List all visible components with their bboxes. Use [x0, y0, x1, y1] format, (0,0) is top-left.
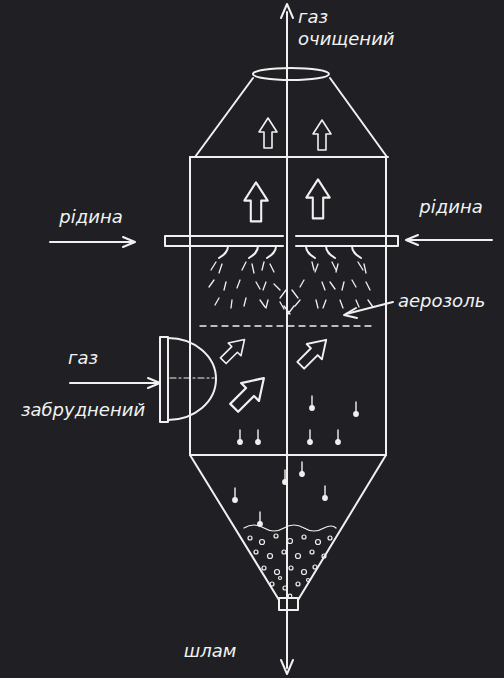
hollow-arrow [259, 118, 277, 148]
flow-arrow [408, 239, 492, 241]
inlet-nozzle [168, 338, 216, 420]
flow-arrow [50, 241, 133, 243]
hollow-arrow [306, 179, 329, 218]
inlet-flange [160, 337, 168, 422]
leader [346, 302, 393, 314]
inlet-label: газ забруднений [8, 332, 158, 436]
outlet-flange [253, 68, 329, 80]
spray-boundary [200, 325, 372, 326]
leader-line [344, 302, 393, 318]
outlet-label: газ очищений [298, 6, 406, 50]
hollow-arrow [225, 369, 273, 417]
flow-axis [281, 4, 293, 674]
hollow-arrow [293, 332, 334, 373]
center-line [170, 377, 214, 378]
arrow-head [281, 4, 293, 18]
aerosol-spray [200, 262, 373, 326]
arrow-head [344, 308, 357, 318]
liquid-supply [50, 235, 492, 258]
inlet-label: рідина [402, 196, 500, 218]
arrow-head [406, 235, 418, 245]
arrow-head [123, 237, 135, 247]
hollow-arrow [244, 182, 267, 221]
housing-edge [190, 156, 388, 158]
sludge-outlet [279, 598, 298, 610]
arrow-head [281, 660, 293, 674]
flow-arrow [70, 382, 158, 384]
droplet [233, 406, 358, 526]
droplet-trail [235, 396, 356, 522]
sludge-surface [244, 525, 336, 531]
axis-line [286, 12, 288, 668]
spray-droplets [209, 262, 373, 314]
inlet-label: рідина [45, 206, 137, 228]
sludge-particles [248, 534, 332, 598]
outlet-label: шлам [160, 640, 260, 662]
liquid-pipe [165, 236, 283, 246]
hollow-arrow [313, 120, 331, 150]
top-cone [195, 78, 387, 157]
scrubber-housing [190, 68, 388, 610]
hollow-arrow [217, 333, 251, 367]
housing-edge [190, 454, 386, 456]
falling-droplets [233, 396, 358, 526]
bottom-cone [190, 455, 386, 600]
arrow-head [148, 378, 160, 388]
callout-label: аерозоль [398, 290, 498, 312]
spray-nozzle [219, 246, 361, 258]
liquid-pipe [296, 236, 398, 246]
gas-flow-arrows [217, 118, 334, 417]
sludge [244, 525, 336, 598]
